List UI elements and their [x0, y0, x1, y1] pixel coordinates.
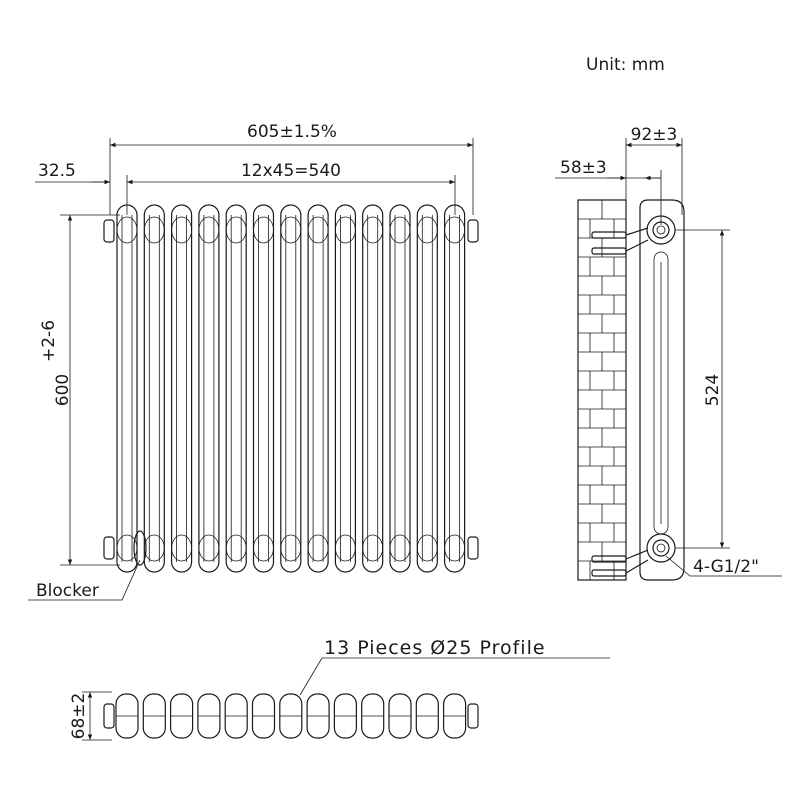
radiator-column: [198, 204, 220, 573]
radiator-column: [416, 204, 438, 573]
right-top-cap: [467, 219, 479, 243]
profile-label: 13 Pieces Ø25 Profile: [324, 637, 546, 659]
side-view: 92±3 58±3: [555, 125, 782, 581]
profile-column: [443, 693, 467, 739]
wall-gap-dim: 58±3: [560, 158, 607, 178]
overall-width-dim: 605±1.5%: [247, 122, 337, 142]
right-bottom-cap: [467, 536, 479, 560]
radiator-column: [389, 204, 411, 573]
profile-column: [306, 693, 330, 739]
depth-dim: 92±3: [631, 125, 678, 145]
profile-column: [224, 693, 248, 739]
blocker-part: [133, 530, 147, 566]
pipe-centers-dim: 524: [703, 374, 723, 406]
connection-label: 4-G1/2": [693, 557, 759, 577]
profile-right-cap: [467, 703, 479, 729]
radiator-column: [334, 204, 356, 573]
wall: [577, 199, 627, 581]
height-tolerance: +2-6: [39, 320, 59, 362]
profile-column: [170, 693, 194, 739]
profile-column: [279, 693, 303, 739]
radiator-side-body: [639, 199, 685, 581]
blocker-label: Blocker: [36, 581, 99, 601]
radiator-column: [252, 204, 275, 573]
unit-label: Unit: mm: [586, 55, 665, 75]
radiator-column: [280, 204, 302, 573]
profile-column: [388, 693, 412, 739]
profile-column: [142, 693, 166, 739]
profile-column: [361, 693, 385, 739]
profile-column: [115, 693, 139, 739]
radiator-column: [116, 204, 138, 573]
profile-view: 13 Pieces Ø25 Profile 68±2: [69, 637, 610, 741]
radiator-column: [362, 204, 384, 573]
left-bottom-cap: [103, 536, 115, 560]
offset-dim: 32.5: [38, 161, 76, 181]
radiator-column: [307, 204, 329, 573]
radiator-column: [143, 204, 165, 573]
radiator-column: [171, 204, 193, 573]
radiator-column: [444, 204, 466, 573]
profile-column: [333, 693, 357, 739]
radiator-column: [225, 204, 247, 573]
left-top-cap: [103, 219, 115, 243]
bottom-connection: [646, 533, 676, 563]
front-view: 605±1.5% 12x45=540 32.5 600 +2-6 Blocker: [28, 122, 479, 601]
profile-column: [197, 693, 221, 739]
profile-columns: [103, 693, 479, 739]
centers-dim: 12x45=540: [241, 161, 341, 181]
profile-depth-dim: 68±2: [69, 693, 89, 740]
profile-left-cap: [103, 703, 115, 729]
profile-column: [251, 693, 276, 739]
profile-column: [415, 693, 439, 739]
height-dim: 600: [53, 374, 73, 406]
radiator-columns: [116, 204, 466, 573]
